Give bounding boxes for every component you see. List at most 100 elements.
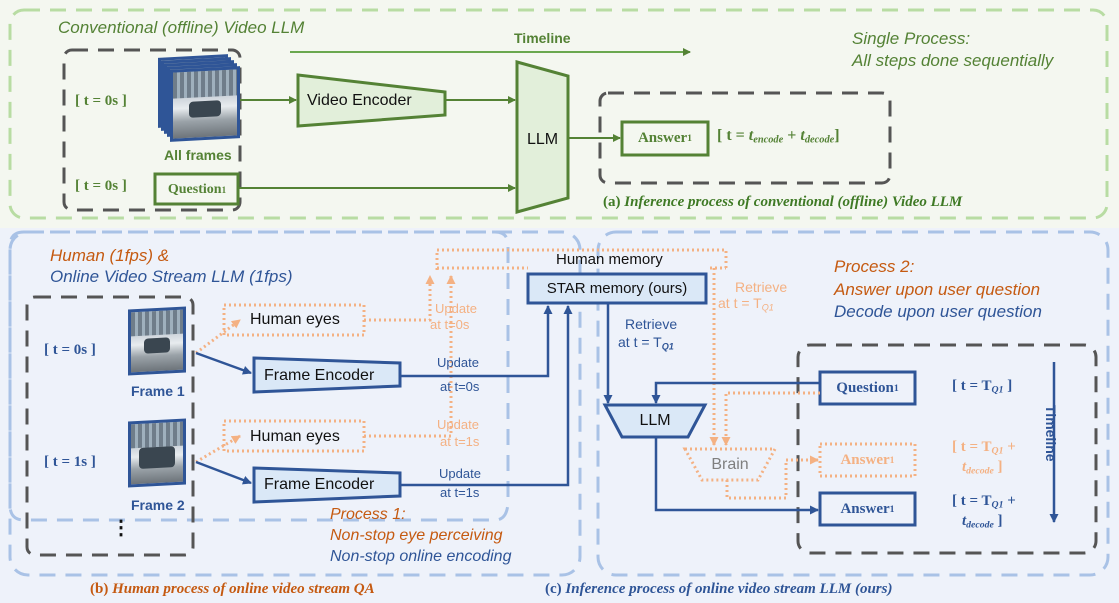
single-process-title: Single Process:	[852, 29, 971, 48]
answer-a-time-s1: encode	[753, 134, 784, 146]
video-encoder-shape	[296, 73, 447, 128]
encoder2-update-label: Update	[439, 466, 481, 481]
llm-a-label: LLM	[527, 131, 559, 148]
llm-c-label: LLM	[639, 412, 671, 429]
frame1-label: Frame 1	[131, 383, 185, 399]
retrieve-human-time: at t = TQ1	[718, 296, 774, 312]
frame-encoder-shape-2	[252, 466, 402, 504]
llm-answer-time-line2: tdecode ]	[962, 514, 1003, 530]
timeline-label-a: Timeline	[514, 30, 571, 46]
star-memory-box	[526, 272, 708, 305]
brain-shape	[682, 447, 778, 482]
human-answer-time-line1: [ t = TQ1 +	[952, 440, 1016, 456]
question-a-text: Question	[167, 181, 222, 197]
human-answer-time-decode: decode	[966, 465, 994, 477]
all-frames-label: All frames	[164, 147, 232, 163]
answer-a-time: [ t = tencode + tdecode]	[717, 128, 840, 146]
question-c-time-end: ]	[1003, 378, 1013, 394]
all-frames-time: [ t = 0s ]	[75, 93, 127, 109]
answer-a-time-s2: decode	[804, 134, 835, 146]
llm-c-shape	[602, 403, 708, 439]
frame1-time: [ t = 0s ]	[44, 342, 96, 358]
answer-a-time-suffix: ]	[834, 127, 840, 144]
panel-b-title-human: Human (1fps) &	[50, 246, 170, 265]
question-c-box	[818, 370, 917, 406]
retrieve-llm-time-text: at t = T	[618, 334, 662, 350]
panel-b-caption-prefix: (b)	[90, 581, 113, 597]
panel-c-caption-prefix: (c)	[545, 581, 566, 597]
eyes2-to-memory-arrow	[364, 275, 456, 438]
human-eyes-label-2: Human eyes	[250, 428, 340, 445]
llm-answer-box	[818, 491, 917, 527]
eyes2-update-time: at t=1s	[440, 434, 480, 449]
eyes1-update-label: Update	[435, 301, 477, 316]
panel-b-title-llm: Online Video Stream LLM (1fps)	[50, 267, 293, 286]
llm-answer-time-end: ]	[993, 513, 1003, 529]
encoder2-update-time: at t=1s	[440, 485, 480, 500]
panel-c-caption-text: Inference process of online video stream…	[565, 581, 893, 597]
frame-encoder-shape-1	[252, 356, 402, 394]
human-answer-time-end: ]	[993, 459, 1003, 475]
llm-answer-time-sub: Q1	[991, 499, 1004, 511]
human-memory-label: Human memory	[556, 251, 663, 268]
answer-a-time-t2: t	[800, 127, 805, 144]
question-a-time: [ t = 0s ]	[75, 178, 127, 194]
question-c-time-sub: Q1	[991, 384, 1004, 396]
human-answer-time-line2: tdecode ]	[962, 460, 1003, 476]
panel-c-border	[596, 230, 1110, 577]
answer-a-text: Answer	[637, 130, 688, 146]
frame-encoder-label-1: Frame Encoder	[264, 367, 375, 384]
encoder1-update-label: Update	[437, 355, 479, 370]
llm-to-answer-arrow	[654, 437, 819, 515]
retrieve-llm-label: Retrieve	[625, 316, 678, 332]
human-answer-time-t: t	[962, 459, 967, 475]
retrieve-human-time-sub: Q1	[761, 302, 774, 313]
answer-a-sub: 1	[687, 133, 693, 144]
llm-answer-time-decode: decode	[966, 519, 994, 531]
eyes2-update-label: Update	[437, 417, 479, 432]
process2-llm: Decode upon user question	[834, 302, 1042, 321]
encoder1-update-time: at t=0s	[440, 379, 480, 394]
question-a-sub: 1	[221, 184, 227, 195]
frame2-image	[128, 418, 186, 488]
llm-answer-time-text: [ t = T	[952, 493, 992, 509]
encoder1-to-memory-arrow	[400, 305, 553, 378]
human-answer-sub: 1	[889, 454, 895, 466]
question-c-time-text: [ t = T	[952, 378, 992, 394]
inputs-group-border	[62, 48, 242, 212]
frame2-label: Frame 2	[131, 497, 185, 513]
panel-b-caption: (b) Human process of online video stream…	[90, 582, 375, 597]
question-c-text: Question	[836, 379, 894, 396]
frame1-to-eyes-arrow	[195, 318, 241, 355]
eyes1-to-memory-arrow	[364, 275, 435, 322]
more-frames-ellipsis: ⋮	[111, 517, 131, 539]
panel-c-caption: (c) Inference process of online video st…	[545, 582, 892, 597]
llm-answer-time-plus: +	[1003, 493, 1016, 509]
eyes1-update-time: at t=0s	[430, 317, 470, 332]
frame1-to-encoder-arrow	[195, 351, 252, 375]
human-answer-time-sub: Q1	[991, 445, 1004, 457]
star-memory-label: STAR memory (ours)	[546, 280, 688, 297]
video-encoder-label: Video Encoder	[307, 92, 412, 109]
frame-encoder-label-2: Frame Encoder	[264, 476, 375, 493]
process1-human: Non-stop eye perceiving	[330, 527, 503, 544]
single-process-note: All steps done sequentially	[852, 51, 1054, 70]
answer-a-time-t1: t	[748, 127, 754, 144]
frame1-image	[128, 306, 186, 376]
human-eyes-label-1: Human eyes	[250, 311, 340, 328]
llm-answer-time-t: t	[962, 513, 967, 529]
brain-label: Brain	[711, 456, 749, 473]
brain-to-answer-arrow	[725, 455, 819, 500]
panel-a-caption-text: Inference process of conventional (offli…	[624, 194, 963, 210]
encoder2-to-memory-arrow	[400, 305, 573, 487]
timeline-label-c: Timeline	[1043, 405, 1059, 462]
answer-a-time-plus: +	[783, 127, 801, 144]
llm-answer-time-line1: [ t = TQ1 +	[952, 494, 1016, 510]
human-answer-box	[818, 442, 917, 478]
process2-human: Answer upon user question	[834, 280, 1041, 299]
